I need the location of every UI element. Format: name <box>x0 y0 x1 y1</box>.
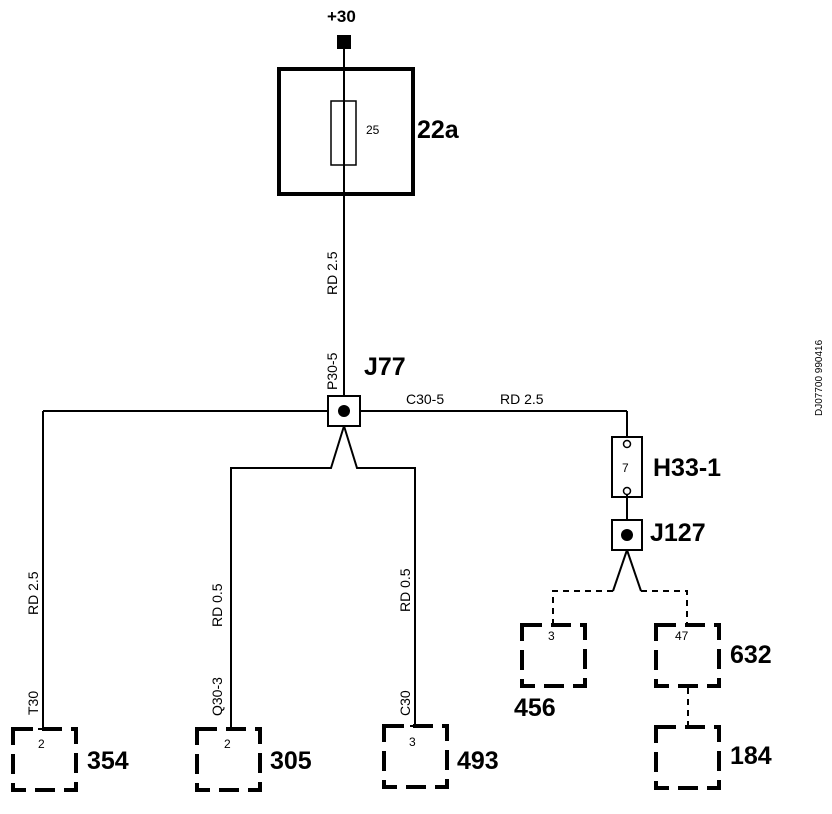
component-354-label: 354 <box>87 747 129 775</box>
component-632-pin: 47 <box>675 629 689 643</box>
component-456-label: 456 <box>514 694 556 722</box>
supply-terminal <box>337 35 351 49</box>
right-wire <box>343 425 416 728</box>
left-wire-id: T30 <box>25 691 41 715</box>
main-wire-pin: P30-5 <box>324 352 340 390</box>
fuse-rating: 25 <box>366 123 380 137</box>
right-wire-id: C30 <box>397 690 413 716</box>
component-493-pin: 3 <box>409 735 416 749</box>
fuse-box <box>277 67 415 196</box>
component-493-label: 493 <box>457 747 499 775</box>
mid-wire <box>230 425 345 728</box>
component-456-box <box>520 623 587 688</box>
component-184-box <box>654 725 721 790</box>
component-354-pin: 2 <box>38 737 45 751</box>
mid-wire-id: Q30-3 <box>209 677 225 716</box>
main-wire-spec: RD 2.5 <box>324 251 340 295</box>
dashed-wire-632 <box>641 590 688 624</box>
right-wire-spec: RD 0.5 <box>397 568 413 612</box>
splice-j127-node <box>621 529 633 541</box>
j127-fork-right <box>626 549 642 592</box>
connector-h33-1-pin: 7 <box>622 461 629 475</box>
splice-j127-label: J127 <box>650 519 706 547</box>
component-184-label: 184 <box>730 742 772 770</box>
connector-h33-1-pin-top <box>622 439 632 449</box>
j127-fork-left <box>612 549 628 592</box>
fuse-id: 22a <box>417 116 460 144</box>
left-wire-spec: RD 2.5 <box>25 571 41 615</box>
supply-label: +30 <box>327 7 356 26</box>
mid-wire-spec: RD 0.5 <box>209 583 225 627</box>
doc-ref: DJ07700 990416 <box>814 339 825 416</box>
dashed-wire-456 <box>552 590 613 624</box>
connector-h33-1-label: H33-1 <box>653 454 721 482</box>
splice-j77-node <box>338 405 350 417</box>
bus-wire-spec: RD 2.5 <box>500 391 544 407</box>
splice-j77-label: J77 <box>364 353 406 381</box>
component-632-box <box>654 623 721 688</box>
component-305-label: 305 <box>270 747 312 775</box>
component-456-pin: 3 <box>548 629 555 643</box>
bus-wire-id: C30-5 <box>406 391 444 407</box>
connector-h33-1-pin-bottom <box>622 486 632 496</box>
component-632-label: 632 <box>730 641 772 669</box>
component-305-pin: 2 <box>224 737 231 751</box>
